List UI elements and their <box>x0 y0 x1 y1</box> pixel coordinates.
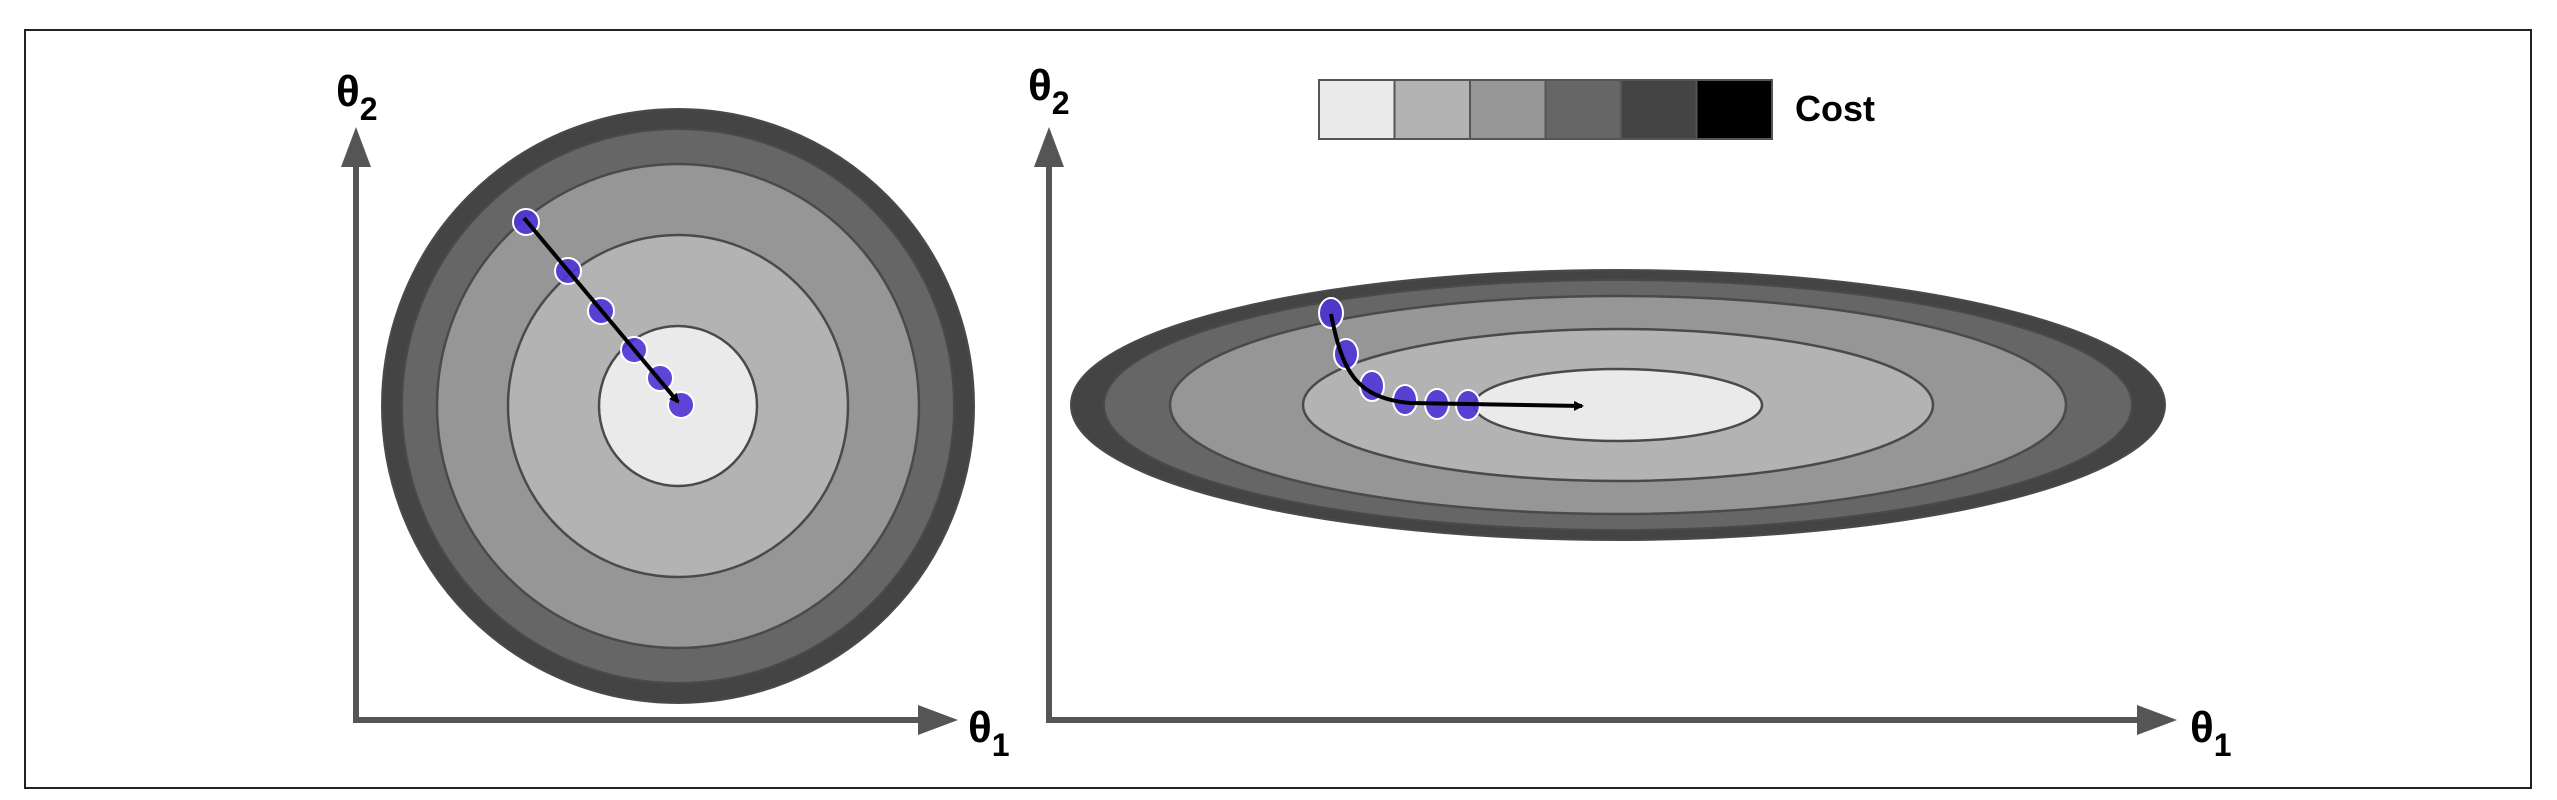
descent-arrow <box>1329 313 1584 411</box>
legend-swatch <box>1393 79 1471 140</box>
legend-swatch <box>1469 79 1547 140</box>
left-x-axis-arrow-icon <box>918 705 958 735</box>
legend-swatch <box>1620 79 1698 140</box>
right-cost-contours <box>1070 269 2166 541</box>
legend-label: Cost <box>1795 88 1875 129</box>
left-x-axis-label: θ1 <box>968 703 1010 763</box>
left-axes <box>341 127 958 735</box>
legend-swatch <box>1695 79 1773 140</box>
right-x-axis-label: θ1 <box>2190 703 2232 763</box>
right-x-axis-arrow-icon <box>2137 705 2177 735</box>
left-y-axis-arrow-icon <box>341 127 371 167</box>
legend-swatch <box>1544 79 1622 140</box>
left-y-axis-label: θ2 <box>336 67 378 127</box>
legend-swatch <box>1318 79 1396 140</box>
right-y-axis-label: θ2 <box>1028 61 1070 121</box>
descent-step-point <box>1318 297 1344 329</box>
left-descent-path <box>512 208 695 419</box>
cost-legend <box>1318 79 1773 140</box>
right-axes <box>1034 127 2177 735</box>
figure-frame <box>24 29 2532 789</box>
descent-arrow <box>522 216 680 404</box>
right-descent-path <box>1318 297 1584 421</box>
right-y-axis-arrow-icon <box>1034 127 1064 167</box>
